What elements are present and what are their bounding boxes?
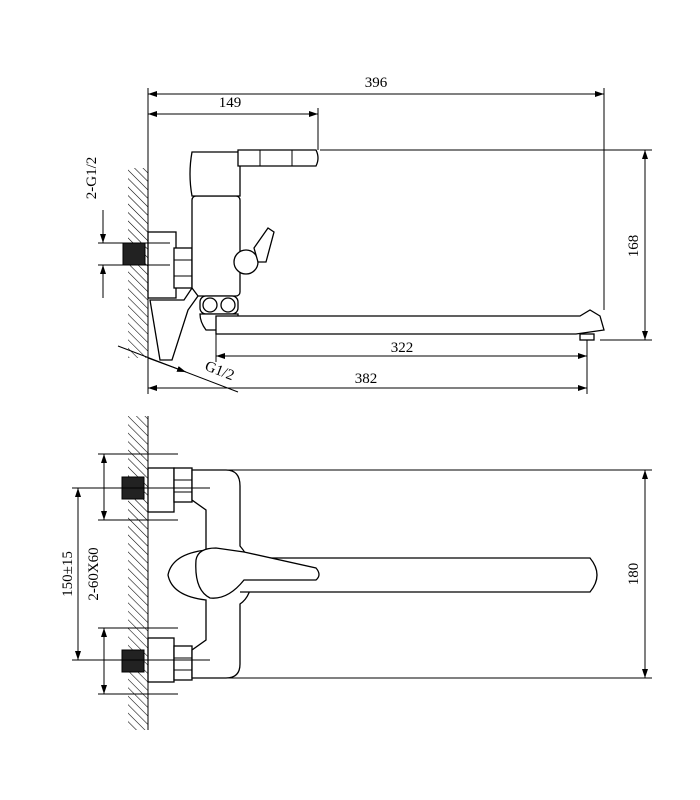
angled-connector — [149, 286, 199, 361]
dim-center-distance: 150±15 — [60, 487, 210, 661]
dim-total-length: 396 — [147, 75, 605, 310]
joint-ring-a — [202, 297, 218, 313]
dim-inlet-thread: 2-G1/2 — [84, 157, 170, 298]
dim-spout-reach-label: 322 — [391, 340, 414, 356]
handle-front — [195, 547, 320, 599]
upper-nut — [173, 467, 193, 503]
dim-height: 168 — [320, 149, 652, 341]
diverter-knob — [233, 249, 259, 275]
dim-front-height-label: 180 — [626, 563, 642, 586]
dim-inlet-thread-label: 2-G1/2 — [84, 157, 100, 200]
valve-body — [191, 195, 241, 297]
joint-ring-b — [220, 297, 236, 313]
threaded-insert — [122, 242, 146, 266]
dim-mount: 2-60X60 — [86, 453, 178, 695]
dim-height-label: 168 — [626, 235, 642, 258]
wall-hatch-bottom — [128, 416, 148, 730]
dim-handle-offset-label: 149 — [219, 95, 242, 111]
nut — [173, 247, 193, 289]
lower-nut — [173, 645, 193, 681]
side-view: 396 149 168 322 382 — [84, 75, 652, 394]
dim-front-height: 180 — [226, 469, 652, 679]
upper-fitting — [147, 467, 175, 513]
dim-outlet-thread: G1/2 — [117, 345, 239, 393]
dim-center-distance-label: 150±15 — [60, 551, 76, 597]
diverter-lever — [253, 227, 275, 263]
dim-mount-label: 2-60X60 — [86, 547, 102, 600]
spout — [215, 309, 605, 335]
dim-body-length: 382 — [147, 358, 587, 394]
dim-handle-offset: 149 — [148, 95, 319, 150]
cartridge-cap — [189, 151, 241, 197]
dim-total-length-label: 396 — [365, 75, 388, 91]
spout-front — [240, 557, 598, 593]
handle-lever — [237, 149, 319, 167]
dim-body-length-label: 382 — [355, 371, 378, 387]
front-view: 180 150±15 2-60X60 — [60, 416, 652, 730]
dim-spout-reach: 322 — [215, 334, 588, 394]
lower-insert — [121, 649, 145, 673]
aerator — [579, 333, 595, 341]
